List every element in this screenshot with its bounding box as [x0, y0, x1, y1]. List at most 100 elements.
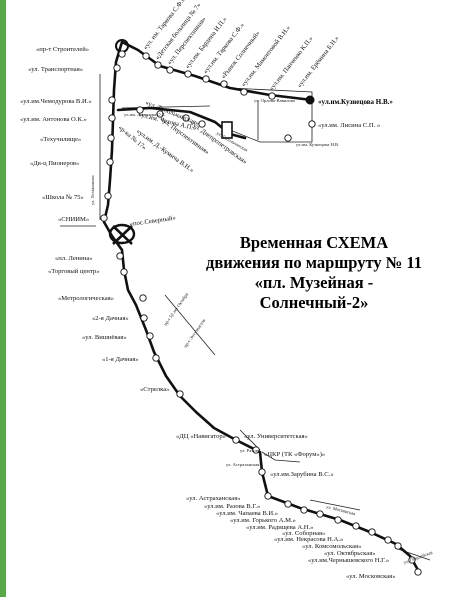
stop-marker[interactable] [108, 96, 116, 104]
stop-marker[interactable] [258, 468, 266, 476]
stop-marker[interactable] [166, 66, 174, 74]
title-line-3: «пл. Музейная - [255, 273, 374, 292]
title-line-4: Солнечный-2» [260, 293, 369, 312]
stop-label: «Торговый центр» [48, 268, 100, 275]
stop-marker[interactable] [368, 528, 376, 536]
stop-marker[interactable] [232, 436, 240, 444]
stop-marker[interactable] [182, 114, 190, 122]
stop-label: «СНИИМ» [58, 216, 89, 223]
stop-label: «ул. Комсомольская» [302, 543, 361, 550]
road-gvardeyskaya [394, 547, 431, 561]
street-label: пр-т Энтузиастов [183, 317, 207, 348]
stop-marker[interactable] [106, 158, 114, 166]
street-label: ул.им. Антонова О.К. [124, 112, 166, 117]
stop-label: «ул.им. Разова В.Г.» [204, 503, 260, 510]
stop-marker[interactable] [384, 536, 392, 544]
stop-markers [100, 50, 422, 576]
stop-label: «ДЦ «Навигатор» [176, 433, 226, 440]
stop-label: «Техучилище» [40, 136, 81, 143]
stop-label: «ул. Соборная» [282, 530, 325, 537]
stop-marker[interactable] [240, 88, 248, 96]
stop-marker[interactable] [156, 110, 164, 118]
stop-label: «ул.им.Чернышевского Н.Г.» [308, 557, 389, 564]
street-label: ул. Астраханская [226, 462, 260, 467]
stop-marker[interactable] [108, 114, 116, 122]
stop-marker[interactable] [184, 70, 192, 78]
stop-marker-terminal[interactable] [305, 95, 315, 105]
stop-marker[interactable] [252, 446, 260, 454]
stop-marker[interactable] [142, 52, 150, 60]
stop-label-terminal: «ул.им.Кузнецова Н.В.» [318, 98, 393, 106]
stop-label: «ул.им.Зарубина В.С.» [270, 471, 334, 478]
stop-label: «ул.им. Горького А.М.» [230, 517, 296, 524]
stop-marker[interactable] [113, 64, 121, 72]
street-label: ул. Гвардейская [403, 549, 434, 565]
stop-marker[interactable] [316, 510, 324, 518]
stop-label: «пр-т Строителей» [36, 46, 89, 53]
stop-marker[interactable] [394, 542, 402, 550]
stop-marker[interactable] [202, 75, 210, 83]
stop-marker[interactable] [408, 556, 416, 564]
stop-marker[interactable] [152, 354, 160, 362]
stop-marker[interactable] [176, 390, 184, 398]
stop-label: «пос.Северный» [129, 215, 176, 228]
stop-marker[interactable] [284, 134, 292, 142]
stop-marker[interactable] [284, 500, 292, 508]
stop-label: «ул.им. Антонова О.К.» [20, 116, 87, 123]
stop-label: «ул.им. Мамонтовой В.Н.» [240, 24, 292, 88]
stop-label: «Школа № 75» [42, 194, 84, 201]
stop-marker[interactable] [308, 120, 316, 128]
stop-label: «2-я Дачная» [92, 315, 129, 322]
stop-label: «ул.им.Чемодурова В.И.» [20, 98, 92, 105]
stop-label: «ул. Московская» [346, 573, 396, 580]
stop-marker[interactable] [198, 120, 206, 128]
road-moskovskaya-small [309, 499, 361, 511]
stop-marker[interactable] [116, 252, 124, 260]
title-line-1: Временная СХЕМА [240, 233, 388, 252]
street-labels: ул. Орлова-Вавилова ул.им. Кузнецова Н.В… [90, 98, 434, 565]
street-label: пр-т 50 лет Октября [163, 291, 190, 327]
stop-label: «ул. Вишнёвая» [82, 334, 127, 341]
stop-label: «ул. Октябрьская» [324, 550, 376, 557]
street-label: ул.им. Кузнецова Н.В. [296, 142, 339, 147]
stop-label: «ул.им. Бардина И.П.» [184, 16, 228, 70]
street-label: ул. Рахова [240, 448, 260, 453]
stop-marker[interactable] [268, 92, 276, 100]
stop-marker[interactable] [100, 214, 108, 222]
road-astrakhanskaya [261, 451, 301, 463]
title-line-2: движения по маршруту № 11 [206, 253, 422, 272]
stop-marker[interactable] [154, 61, 162, 69]
stop-label: «ул.им. Лисина С.П. » [318, 122, 380, 129]
stop-marker[interactable] [104, 192, 112, 200]
stop-label: «Стрелка» [140, 386, 169, 393]
stop-marker[interactable] [139, 294, 147, 302]
stop-marker[interactable] [352, 522, 360, 530]
stop-marker[interactable] [334, 516, 342, 524]
stop-marker[interactable] [300, 506, 308, 514]
road-entuziastov [164, 294, 216, 356]
stop-marker[interactable] [140, 314, 148, 322]
stop-label: «ул. Транспортная» [28, 66, 83, 73]
stop-marker[interactable] [146, 332, 154, 340]
stop-label: «Дв-ц Пионеров» [30, 160, 79, 167]
stop-marker[interactable] [107, 134, 115, 142]
stop-label: «ул.им. Таркова С.Ф.» [202, 22, 246, 75]
turnaround-loop [108, 39, 233, 245]
stop-label: «ул. Астраханская» [186, 495, 241, 502]
stop-label: «ул. Университетская» [244, 433, 308, 440]
left-color-bar [0, 0, 6, 597]
stop-label: «пл. Ленина» [55, 255, 93, 262]
street-label: ул. Орлова-Вавилова [254, 98, 295, 103]
stop-label: «ул.им. Чапаева В.И.» [216, 510, 278, 517]
stop-marker[interactable] [264, 492, 272, 500]
street-label: ул. Тельманова [90, 175, 95, 205]
stop-label: «1-я Дачная» [102, 356, 139, 363]
stop-marker[interactable] [118, 50, 126, 58]
stop-marker[interactable] [136, 106, 144, 114]
stop-marker[interactable] [414, 568, 422, 576]
stop-marker[interactable] [220, 80, 228, 88]
stop-marker[interactable] [120, 268, 128, 276]
stop-label: «ул.им. Радищева А.Н.» [246, 524, 313, 531]
stop-label: «ЦКР (ТК «Форум»)» [264, 451, 325, 458]
